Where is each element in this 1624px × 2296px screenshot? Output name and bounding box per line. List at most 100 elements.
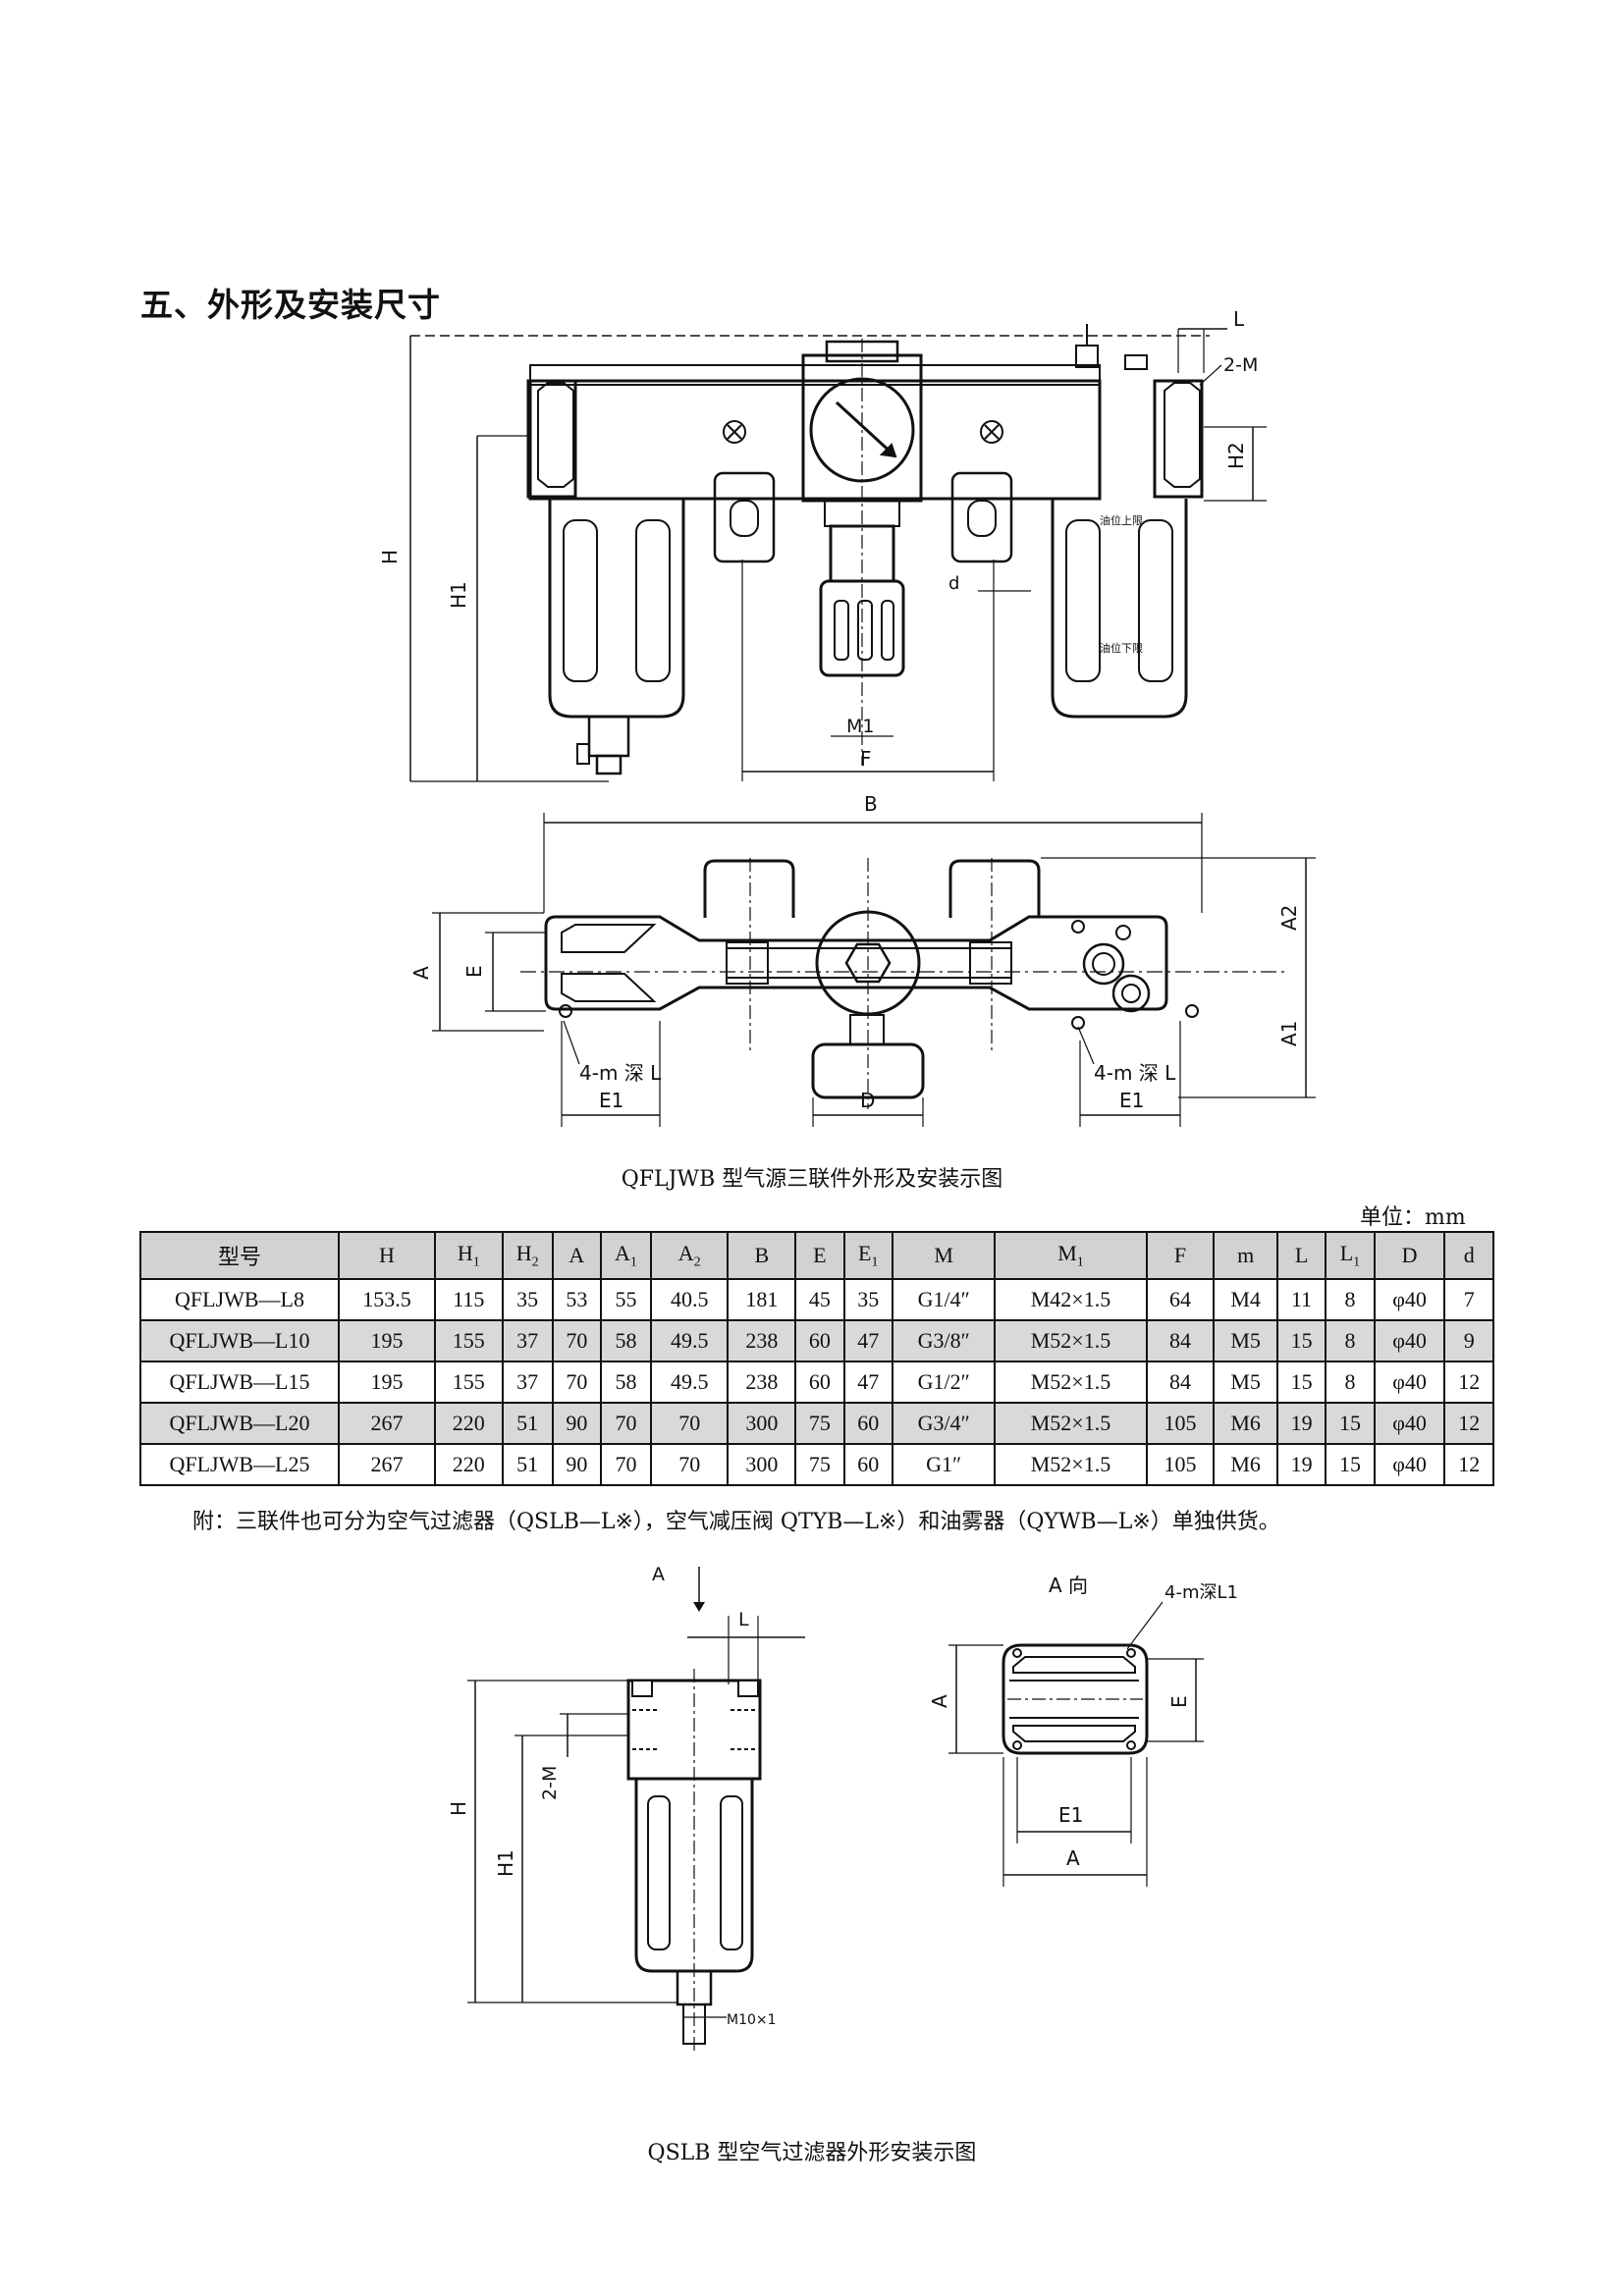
column-header: L: [1275, 1231, 1327, 1280]
table-cell: M5: [1213, 1319, 1278, 1362]
table-cell: 19: [1275, 1443, 1327, 1486]
table-cell: 300: [727, 1443, 797, 1486]
figure2-caption: QSLB 型空气过滤器外形安装示图: [647, 2141, 977, 2165]
model-cell: QFLJWB—L25: [139, 1443, 340, 1486]
table-cell: 90: [551, 1402, 603, 1445]
table-cell: G1/4″: [891, 1278, 997, 1321]
table-cell: 15: [1325, 1443, 1376, 1486]
section-title: 五、外形及安装尺寸: [140, 286, 441, 324]
table-cell: 51: [501, 1402, 554, 1445]
table-cell: 267: [338, 1443, 436, 1486]
dim-a2-label: A2: [1277, 905, 1301, 931]
oil-upper-label: 油位上限: [1100, 513, 1143, 527]
column-header: H2: [501, 1231, 554, 1280]
table-cell: 60: [842, 1443, 893, 1486]
dim-e1-left-label: E1: [599, 1089, 623, 1112]
oil-lower-label: 油位下限: [1100, 641, 1143, 655]
table-cell: 90: [551, 1443, 603, 1486]
filter-thread-label: M10×1: [727, 2012, 777, 2028]
table-cell: 35: [501, 1278, 554, 1321]
table-cell: 153.5: [338, 1278, 436, 1321]
column-header: m: [1213, 1231, 1278, 1280]
table-cell: 70: [600, 1443, 652, 1486]
dim-a1-label: A1: [1277, 1021, 1301, 1046]
dim-d-top-label: D: [860, 1089, 875, 1112]
figure1-caption: QFLJWB 型气源三联件外形及安装示图: [621, 1167, 1003, 1192]
tap-right-label: 4-m 深 L: [1094, 1061, 1176, 1085]
view-arrow-label: A: [652, 1564, 665, 1585]
filter-l-label: L: [738, 1609, 749, 1630]
tap-left-label: 4-m 深 L: [579, 1061, 662, 1085]
table-cell: 35: [842, 1278, 893, 1321]
table-cell: 195: [338, 1319, 436, 1362]
table-cell: 267: [338, 1402, 436, 1445]
table-cell: 60: [842, 1402, 893, 1445]
table-cell: 60: [794, 1319, 845, 1362]
table-cell: 12: [1443, 1443, 1494, 1486]
column-header: A2: [649, 1231, 730, 1280]
dim-h2-label: H2: [1224, 442, 1248, 469]
table-cell: 105: [1145, 1402, 1216, 1445]
dim-d-label: d: [948, 573, 959, 594]
front-view: H H1 H2 L 2-M d M1 F 油位上限 油位下限: [378, 307, 1267, 782]
a-view-e-label: E: [1167, 1695, 1191, 1708]
table-cell: G1/2″: [891, 1361, 997, 1404]
column-header: L1: [1325, 1231, 1376, 1280]
table-cell: 64: [1145, 1278, 1216, 1321]
a-view-tap-label: 4-m深L1: [1164, 1582, 1238, 1603]
table-cell: 8: [1325, 1361, 1376, 1404]
column-header: A1: [600, 1231, 652, 1280]
table-cell: 58: [600, 1361, 652, 1404]
dim-b-label: B: [864, 792, 878, 816]
table-cell: 60: [794, 1361, 845, 1404]
table-cell: M52×1.5: [994, 1319, 1148, 1362]
filter-2m-label: 2-M: [539, 1766, 561, 1800]
model-cell: QFLJWB—L8: [139, 1278, 340, 1321]
table-cell: 12: [1443, 1361, 1494, 1404]
table-cell: 238: [727, 1319, 797, 1362]
table-cell: 84: [1145, 1319, 1216, 1362]
table-cell: φ40: [1373, 1361, 1446, 1404]
column-header: H: [338, 1231, 436, 1280]
filter-side-view: A L H H1 2-M: [447, 1564, 805, 2052]
table-cell: G3/8″: [891, 1319, 997, 1362]
column-header: M1: [994, 1231, 1148, 1280]
dim-e-label: E: [462, 965, 486, 978]
table-cell: 220: [433, 1443, 504, 1486]
filter-a-view: A 向 4-m深L1 A E E1 A: [928, 1574, 1238, 1887]
table-cell: 105: [1145, 1443, 1216, 1486]
table-cell: 53: [551, 1278, 603, 1321]
table-cell: M5: [1213, 1361, 1278, 1404]
table-cell: 220: [433, 1402, 504, 1445]
column-header: H1: [433, 1231, 504, 1280]
dim-f-label: F: [860, 747, 872, 771]
dim-m1-label: M1: [846, 716, 874, 737]
table-cell: 58: [600, 1319, 652, 1362]
table-cell: 11: [1275, 1278, 1327, 1321]
table-cell: G3/4″: [891, 1402, 997, 1445]
dim-l-label: L: [1233, 307, 1245, 331]
table-cell: 238: [727, 1361, 797, 1404]
table-cell: 47: [842, 1361, 893, 1404]
table-cell: 115: [433, 1278, 504, 1321]
table-cell: 9: [1443, 1319, 1494, 1362]
a-view-a-horiz-label: A: [1066, 1846, 1080, 1870]
table-cell: 84: [1145, 1361, 1216, 1404]
table-cell: G1″: [891, 1443, 997, 1486]
column-header: D: [1373, 1231, 1446, 1280]
table-cell: 37: [501, 1319, 554, 1362]
a-view-title: A 向: [1049, 1574, 1088, 1597]
table-cell: 181: [727, 1278, 797, 1321]
table-cell: 75: [794, 1443, 845, 1486]
filter-h1-label: H1: [494, 1849, 517, 1877]
a-view-a-vert-label: A: [928, 1694, 951, 1708]
table-cell: 155: [433, 1319, 504, 1362]
table-cell: 155: [433, 1361, 504, 1404]
